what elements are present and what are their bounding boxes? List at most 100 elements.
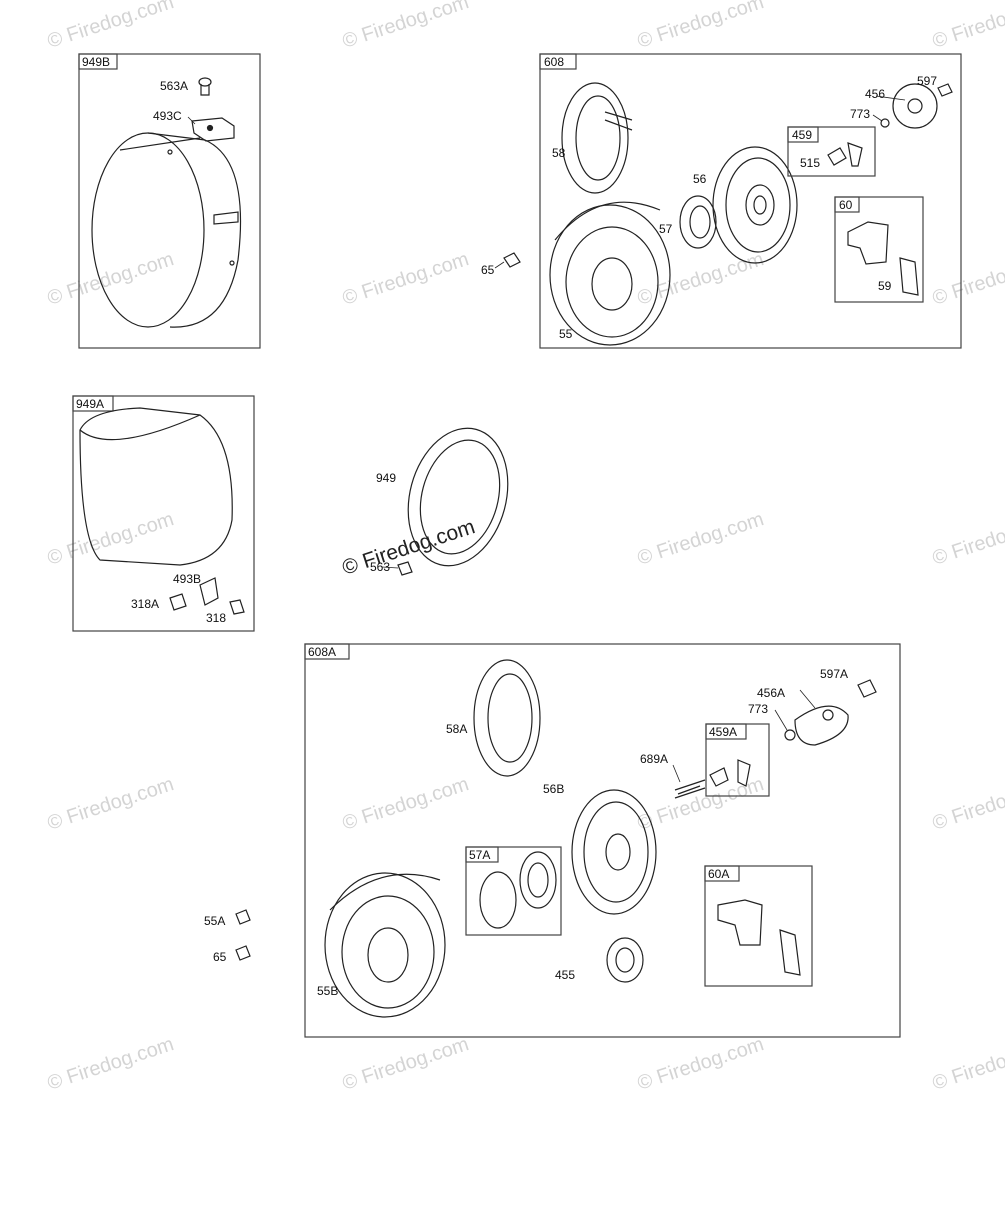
label-55A: 55A	[204, 914, 225, 928]
bracket-493C	[191, 117, 235, 142]
tag-459A: 459A	[709, 725, 737, 739]
label-55B: 55B	[317, 984, 338, 998]
handle-60A	[717, 899, 801, 976]
label-773-a: 773	[748, 702, 768, 716]
label-65: 65	[481, 263, 495, 277]
tag-459: 459	[792, 128, 812, 142]
tag-608A: 608A	[308, 645, 336, 659]
watermark: © Firedog.com	[930, 1033, 1005, 1095]
box-608	[539, 53, 962, 349]
watermark: © Firedog.com	[930, 508, 1005, 570]
screw-65	[503, 252, 521, 268]
box-459A-tag	[705, 723, 747, 740]
label-56: 56	[693, 172, 707, 186]
retainer-456	[892, 83, 938, 129]
screw-597A	[857, 679, 877, 698]
rewind-housing-55B	[324, 872, 446, 1018]
screw-563	[397, 561, 413, 576]
watermark: © Firedog.com	[635, 0, 767, 53]
watermark-center: © Firedog.com	[339, 515, 477, 580]
label-318A: 318A	[131, 597, 159, 611]
pulley-56	[712, 146, 798, 264]
screw-318A	[169, 593, 187, 611]
screw-55A	[235, 909, 251, 925]
watermark: © Firedog.com	[45, 773, 177, 835]
label-493B: 493B	[173, 572, 201, 586]
watermark: © Firedog.com	[45, 248, 177, 310]
clip-773-a	[784, 729, 796, 741]
label-59: 59	[878, 279, 892, 293]
watermark: © Firedog.com	[45, 1033, 177, 1095]
screw-65-b	[235, 945, 251, 961]
label-689A: 689A	[640, 752, 668, 766]
label-58A: 58A	[446, 722, 467, 736]
watermark: © Firedog.com	[340, 248, 472, 310]
label-57: 57	[659, 222, 673, 236]
tag-57A: 57A	[469, 848, 490, 862]
rewind-spring-58A	[473, 659, 541, 777]
label-597A: 597A	[820, 667, 848, 681]
watermark: © Firedog.com	[635, 508, 767, 570]
spring-57A	[479, 851, 557, 929]
watermark: © Firedog.com	[340, 1033, 472, 1095]
label-563: 563	[370, 560, 390, 574]
label-456A: 456A	[757, 686, 785, 700]
box-608A-tag	[304, 643, 350, 660]
box-459	[787, 126, 876, 177]
tag-608: 608	[544, 55, 564, 69]
rewind-housing-55	[549, 201, 671, 346]
cup-455	[606, 937, 644, 983]
label-455: 455	[555, 968, 575, 982]
box-60	[834, 196, 924, 303]
box-57A	[465, 846, 562, 936]
label-597: 597	[917, 74, 937, 88]
tag-949A: 949A	[76, 397, 104, 411]
label-456: 456	[865, 87, 885, 101]
tag-60A: 60A	[708, 867, 729, 881]
box-949B	[78, 53, 261, 349]
label-55: 55	[559, 327, 573, 341]
box-949B-tag	[78, 53, 118, 70]
box-60A-tag	[704, 865, 740, 882]
pawl-515	[827, 142, 863, 167]
screw-563A	[198, 77, 212, 96]
watermark: © Firedog.com	[930, 0, 1005, 53]
watermark: © Firedog.com	[635, 1033, 767, 1095]
insert-59	[899, 257, 919, 296]
box-60A	[704, 865, 813, 987]
bracket-493B	[199, 577, 219, 606]
watermark: © Firedog.com	[930, 773, 1005, 835]
screw-318	[229, 599, 245, 615]
watermark: © Firedog.com	[340, 0, 472, 53]
box-459-tag	[787, 126, 819, 143]
label-58: 58	[552, 146, 566, 160]
spring-57	[679, 195, 717, 249]
screen-949A	[79, 407, 233, 566]
watermark: © Firedog.com	[340, 773, 472, 835]
box-949A-tag	[72, 395, 114, 412]
label-318: 318	[206, 611, 226, 625]
tag-949B: 949B	[82, 55, 110, 69]
label-563A: 563A	[160, 79, 188, 93]
label-773: 773	[850, 107, 870, 121]
spring-689A	[674, 779, 706, 799]
air-cleaner-cover	[91, 132, 242, 328]
retainer-456A	[794, 705, 849, 746]
clip-773	[880, 118, 890, 128]
pawl-459A	[709, 759, 751, 787]
box-57A-tag	[465, 846, 499, 863]
box-949A	[72, 395, 255, 632]
rewind-spring-58	[561, 82, 633, 194]
screw-597	[937, 83, 953, 97]
pulley-56B	[571, 789, 657, 915]
handle-60	[847, 221, 889, 265]
label-493C: 493C	[153, 109, 182, 123]
label-949: 949	[376, 471, 396, 485]
watermark: © Firedog.com	[635, 248, 767, 310]
box-608A	[304, 643, 901, 1038]
screen-949	[407, 427, 509, 567]
box-608-tag	[539, 53, 577, 70]
watermark: © Firedog.com	[930, 248, 1005, 310]
